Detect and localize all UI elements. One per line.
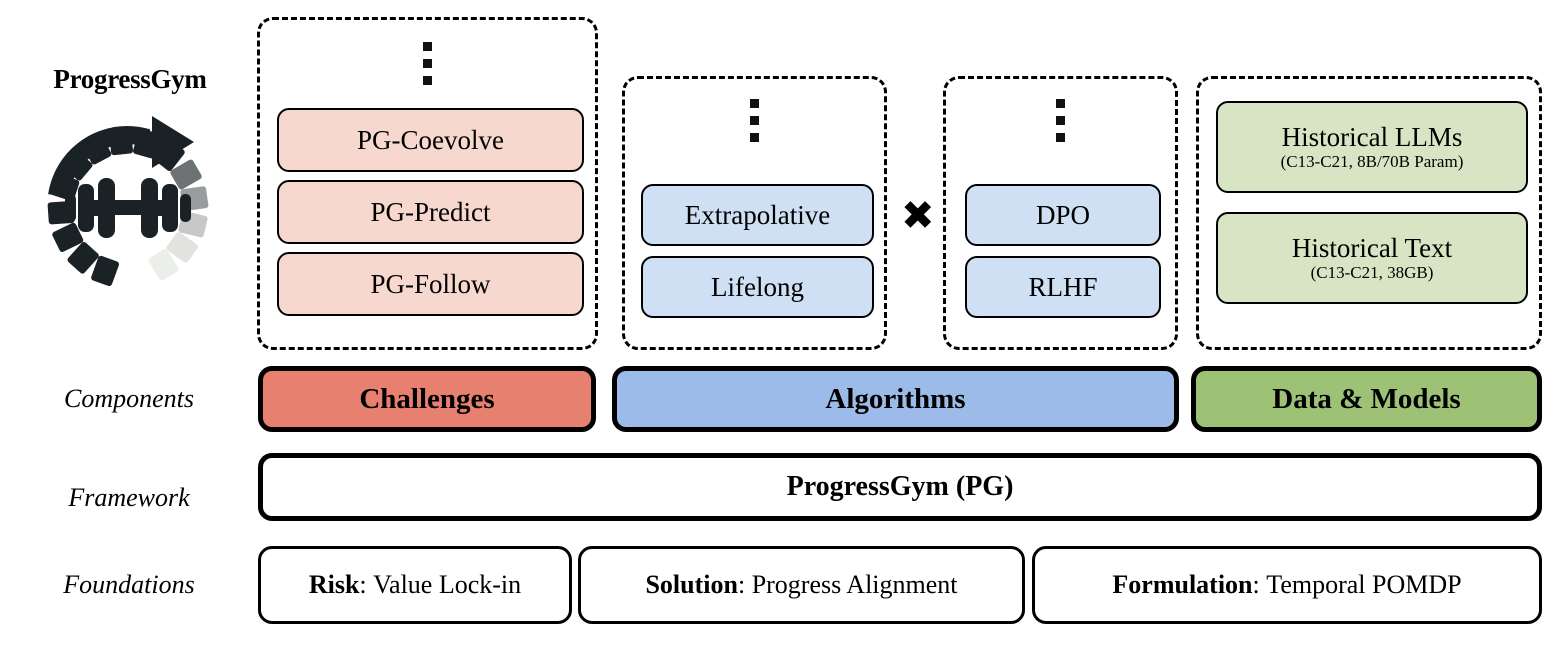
foundation-key: Formulation [1112, 570, 1253, 599]
algorithm-item-lifelong[interactable]: Lifelong [641, 256, 874, 318]
pill-label: Historical LLMs [1281, 121, 1463, 152]
framework-bar-label: ProgressGym (PG) [786, 471, 1014, 502]
component-bar-challenges[interactable]: Challenges [258, 366, 596, 432]
algorithms-right-ellipsis-icon [946, 99, 1175, 150]
data-item-historical-llms[interactable]: Historical LLMs (C13-C21, 8B/70B Param) [1216, 101, 1528, 193]
challenge-item-pg-follow[interactable]: PG-Follow [277, 252, 584, 316]
pill-label: PG-Predict [370, 196, 491, 227]
foundation-value: Progress Alignment [751, 570, 958, 599]
algorithms-paradigm-group: Extrapolative Lifelong [622, 76, 887, 350]
pill-label: Lifelong [711, 271, 804, 302]
algorithm-item-extrapolative[interactable]: Extrapolative [641, 184, 874, 246]
foundation-key: Solution [645, 570, 738, 599]
foundation-value: Value Lock-in [373, 570, 522, 599]
component-bar-label: Challenges [359, 382, 495, 415]
foundation-separator: : [737, 570, 752, 599]
challenges-ellipsis-icon [260, 42, 595, 93]
challenge-item-pg-predict[interactable]: PG-Predict [277, 180, 584, 244]
algorithm-item-dpo[interactable]: DPO [965, 184, 1161, 246]
foundation-key: Risk [308, 570, 360, 599]
component-bar-label: Algorithms [825, 382, 966, 415]
pill-label: Extrapolative [684, 199, 831, 230]
row-label-foundations: Foundations [63, 570, 195, 599]
multiplication-operator-icon: ✖ [901, 193, 935, 239]
brand-title: ProgressGym [53, 64, 207, 94]
foundation-separator: : [359, 570, 374, 599]
row-label-components: Components [64, 384, 194, 413]
progressgym-logo-icon [28, 108, 228, 308]
foundation-separator: : [1252, 570, 1267, 599]
framework-bar-progressgym[interactable]: ProgressGym (PG) [258, 453, 1542, 521]
row-label-framework: Framework [68, 483, 190, 512]
foundation-box-solution[interactable]: Solution: Progress Alignment [578, 546, 1025, 624]
foundation-box-formulation[interactable]: Formulation: Temporal POMDP [1032, 546, 1542, 624]
algorithm-item-rlhf[interactable]: RLHF [965, 256, 1161, 318]
algorithms-left-ellipsis-icon [625, 99, 884, 150]
algorithms-method-group: DPO RLHF [943, 76, 1178, 350]
pill-label: DPO [1035, 199, 1090, 230]
pill-sublabel: (C13-C21, 8B/70B Param) [1280, 152, 1464, 172]
component-bar-data-models[interactable]: Data & Models [1191, 366, 1542, 432]
pill-label: RLHF [1028, 271, 1098, 302]
pill-label: Historical Text [1291, 232, 1453, 263]
pill-label: PG-Coevolve [357, 124, 504, 155]
challenges-group: PG-Coevolve PG-Predict PG-Follow [257, 17, 598, 350]
data-item-historical-text[interactable]: Historical Text (C13-C21, 38GB) [1216, 212, 1528, 304]
component-bar-algorithms[interactable]: Algorithms [612, 366, 1179, 432]
component-bar-label: Data & Models [1272, 382, 1461, 415]
pill-label: PG-Follow [370, 268, 491, 299]
foundation-box-risk[interactable]: Risk: Value Lock-in [258, 546, 572, 624]
pill-sublabel: (C13-C21, 38GB) [1310, 263, 1434, 283]
foundation-value: Temporal POMDP [1266, 570, 1462, 599]
challenge-item-pg-coevolve[interactable]: PG-Coevolve [277, 108, 584, 172]
data-models-group: Historical LLMs (C13-C21, 8B/70B Param) … [1196, 76, 1542, 350]
